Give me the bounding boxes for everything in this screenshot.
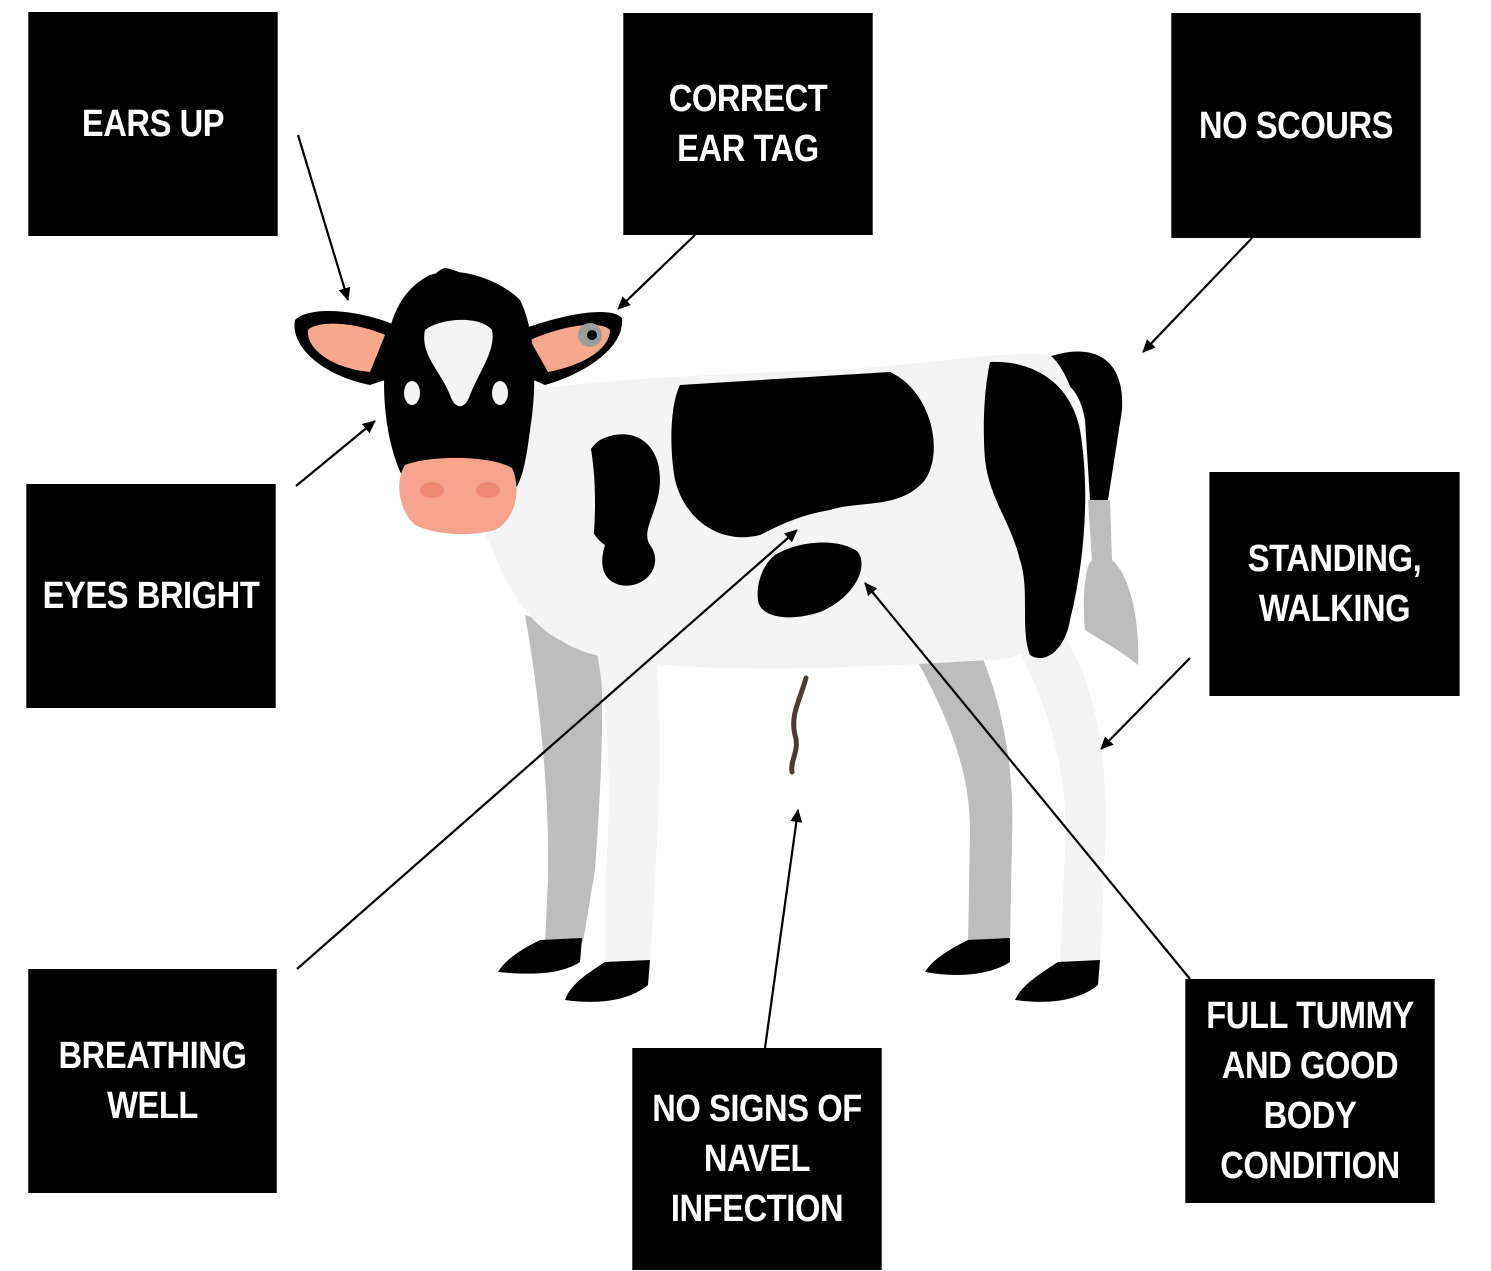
label-box-eyes-bright: EYES BRIGHT	[26, 484, 275, 708]
calf-leg-back-left	[525, 615, 602, 948]
calf-nose	[399, 458, 516, 534]
label-navel: NO SIGNS OF NAVEL INFECTION	[632, 1084, 881, 1234]
label-box-full-tummy: FULL TUMMY AND GOOD BODY CONDITION	[1185, 979, 1434, 1203]
calf-leg-front-right	[1000, 620, 1106, 973]
arrow-ears-up	[298, 135, 348, 300]
hoof-back-left	[498, 938, 582, 974]
label-box-ear-tag: CORRECT EAR TAG	[623, 13, 872, 235]
hoof-front-left	[565, 960, 650, 1002]
label-box-navel: NO SIGNS OF NAVEL INFECTION	[632, 1048, 881, 1270]
label-box-ears-up: EARS UP	[28, 12, 277, 236]
label-full-tummy: FULL TUMMY AND GOOD BODY CONDITION	[1185, 991, 1434, 1191]
arrow-ear-tag	[618, 235, 695, 309]
label-ears-up: EARS UP	[82, 99, 224, 149]
eye-left	[404, 381, 420, 405]
hoof-back-right	[925, 938, 1010, 975]
arrow-no-scours	[1143, 238, 1252, 352]
umbilical-cord	[792, 678, 806, 772]
ear-tag-center	[587, 330, 597, 340]
label-standing-walking: STANDING, WALKING	[1248, 534, 1421, 634]
label-box-standing-walking: STANDING, WALKING	[1209, 472, 1459, 696]
calf-tail-tip	[1084, 500, 1138, 665]
arrow-eyes-bright	[296, 421, 375, 486]
label-box-breathing-well: BREATHING WELL	[28, 969, 277, 1193]
arrow-navel	[765, 810, 798, 1048]
label-eyes-bright: EYES BRIGHT	[43, 571, 260, 621]
label-breathing-well: BREATHING WELL	[59, 1031, 247, 1131]
nostril-left	[420, 482, 444, 498]
nostril-right	[476, 482, 500, 498]
eye-right	[492, 381, 508, 405]
calf-leg-front-left	[590, 620, 660, 970]
label-ear-tag: CORRECT EAR TAG	[669, 74, 828, 174]
hoof-front-right	[1015, 960, 1100, 1002]
arrow-standing-walking	[1101, 658, 1190, 749]
calf-leg-back-right	[900, 630, 1012, 949]
label-box-no-scours: NO SCOURS	[1171, 13, 1420, 238]
label-no-scours: NO SCOURS	[1199, 101, 1393, 151]
